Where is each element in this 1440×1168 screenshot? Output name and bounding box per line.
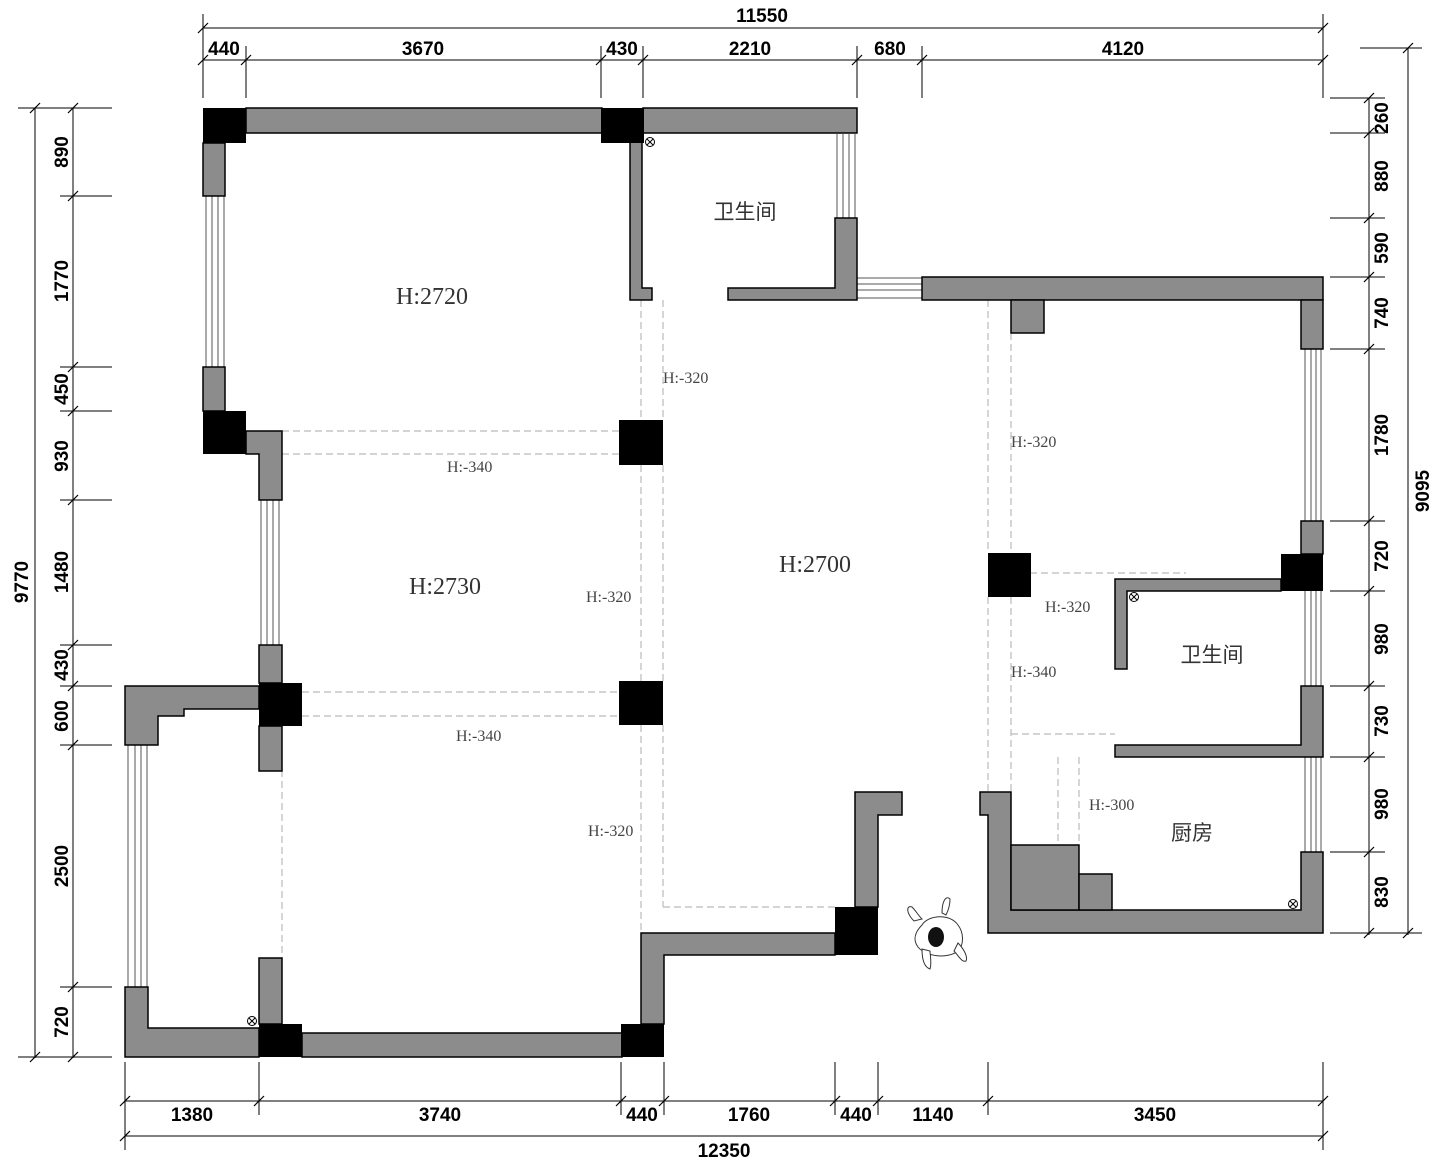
room-name-bath-right: 卫生间	[1181, 643, 1244, 667]
columns	[203, 108, 1323, 1057]
level-mark: H:-320	[586, 589, 631, 606]
room-name-kitchen: 厨房	[1171, 821, 1213, 845]
person-figure-icon	[907, 897, 967, 970]
dim-top-0: 440	[208, 39, 240, 60]
dim-bottom-1: 3740	[419, 1105, 461, 1126]
dimension-bottom: 1380 3740 440 1760 440 1140 3450 12350	[119, 1062, 1329, 1162]
dim-right-5: 720	[1372, 540, 1393, 572]
dim-left-6: 600	[52, 700, 73, 732]
dim-top-3: 2210	[729, 39, 771, 60]
dim-top-4: 680	[874, 39, 906, 60]
dim-right-9: 830	[1372, 876, 1393, 908]
dim-bottom-3: 1760	[728, 1105, 770, 1126]
level-mark: H:-320	[663, 370, 708, 387]
level-mark: H:-320	[1011, 434, 1056, 451]
dim-right-1: 880	[1372, 160, 1393, 192]
dim-right-total: 9095	[1413, 469, 1434, 512]
dimension-right: 9095 260 880 590 740 1780 720 980 730 98…	[1330, 42, 1434, 939]
dim-bottom-2: 440	[626, 1105, 658, 1126]
dim-bottom-0: 1380	[171, 1105, 213, 1126]
dim-left-2: 450	[52, 373, 73, 405]
level-mark: H:-320	[588, 823, 633, 840]
room-height-3: H:2700	[779, 552, 851, 578]
walls	[124, 107, 1324, 1058]
dim-left-7: 2500	[52, 845, 73, 887]
dim-top-1: 3670	[402, 39, 444, 60]
dim-bottom-5: 1140	[912, 1105, 953, 1126]
dim-left-0: 890	[52, 136, 73, 168]
level-mark: H:-340	[1011, 664, 1056, 681]
dim-left-4: 1480	[52, 551, 73, 593]
room-height-1: H:2720	[396, 284, 468, 310]
dim-right-4: 1780	[1372, 414, 1393, 456]
dim-left-8: 720	[52, 1006, 73, 1038]
dim-right-2: 590	[1372, 232, 1393, 264]
dim-right-7: 730	[1372, 705, 1393, 737]
dim-right-0: 260	[1372, 102, 1393, 134]
dim-top-total: 11550	[736, 6, 788, 27]
dim-top-5: 4120	[1102, 39, 1144, 60]
dim-left-5: 430	[52, 649, 73, 681]
room-labels: H:2720 H:2730 H:2700 卫生间 卫生间 厨房	[396, 200, 1244, 845]
dim-right-3: 740	[1372, 297, 1393, 329]
room-name-bath-top: 卫生间	[714, 200, 777, 224]
windows	[127, 134, 1322, 987]
dimension-left: 9770 890 1770 450 930 1480 430 600 2500 …	[12, 102, 112, 1063]
level-mark: H:-320	[1045, 599, 1090, 616]
level-mark: H:-340	[456, 728, 501, 745]
dim-right-8: 980	[1372, 788, 1393, 820]
dim-bottom-total: 12350	[698, 1141, 751, 1162]
room-height-2: H:2730	[409, 574, 481, 600]
dimension-top: 11550 440 3670 430 2210 680 4120	[197, 6, 1329, 98]
dim-left-1: 1770	[52, 260, 73, 302]
dim-right-6: 980	[1372, 623, 1393, 655]
floor-drain-icon	[247, 137, 1298, 1026]
level-mark: H:-300	[1089, 797, 1134, 814]
dim-top-2: 430	[606, 39, 638, 60]
dim-left-total: 9770	[12, 561, 33, 603]
dashed-lines	[281, 300, 1186, 958]
dim-bottom-6: 3450	[1134, 1105, 1176, 1126]
dim-bottom-4: 440	[840, 1105, 872, 1126]
dim-left-3: 930	[52, 440, 73, 472]
level-mark: H:-340	[447, 459, 492, 476]
level-marks: H:-320 H:-340 H:-320 H:-340 H:-320 H:-32…	[447, 370, 1134, 840]
